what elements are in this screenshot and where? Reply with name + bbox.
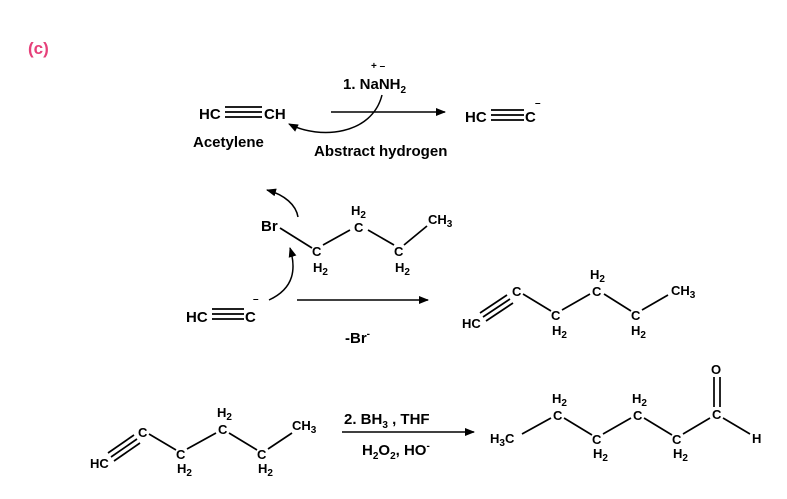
bromine-atom: Br bbox=[261, 218, 278, 235]
carbonyl-oxygen: O bbox=[711, 362, 721, 377]
chain-carbon: C bbox=[218, 422, 228, 437]
chain-carbon: C bbox=[551, 308, 561, 323]
chain-h2: H2 bbox=[552, 323, 567, 341]
methyl-group: CH3 bbox=[292, 418, 317, 436]
chain-h2: H2 bbox=[217, 405, 232, 423]
chain-h2: H2 bbox=[552, 391, 567, 409]
chain-carbon: C bbox=[512, 284, 522, 299]
curved-arrow-abstract bbox=[288, 94, 383, 134]
mechanism-note: Abstract hydrogen bbox=[314, 143, 447, 160]
acetylide-carbon: C bbox=[525, 109, 536, 126]
chain-h2: H2 bbox=[673, 446, 688, 464]
chain-h2: H2 bbox=[631, 323, 646, 341]
acetylene-name: Acetylene bbox=[193, 134, 264, 151]
chain-h2: H2 bbox=[177, 461, 192, 479]
chain-carbon: C bbox=[672, 432, 682, 447]
carbonyl-carbon: C bbox=[712, 407, 722, 422]
chain-h2: H2 bbox=[395, 260, 410, 278]
chain-carbon: C bbox=[257, 447, 267, 462]
chain-h2: H2 bbox=[313, 260, 328, 278]
chain-carbon: C bbox=[592, 284, 602, 299]
step1: HC CH Acetylene + – 1. NaNH2 HC C – Abst… bbox=[193, 61, 541, 160]
reagent-line-1: 2. BH3 , THF bbox=[344, 411, 430, 431]
reagent-charges: + – bbox=[371, 61, 386, 72]
reagent-line-2: H2O2, HO- bbox=[362, 441, 430, 462]
aldehyde-hydrogen: H bbox=[752, 431, 761, 446]
chain-carbon: C bbox=[633, 408, 643, 423]
chain-h2: H2 bbox=[590, 267, 605, 285]
methyl-group: CH3 bbox=[671, 283, 696, 301]
chain-h2: H2 bbox=[258, 461, 273, 479]
triple-bond bbox=[491, 109, 524, 121]
carbonyl-double-bond bbox=[713, 377, 721, 407]
chain-h2: H2 bbox=[632, 391, 647, 409]
triple-bond bbox=[212, 308, 244, 320]
triple-bond bbox=[225, 106, 262, 118]
triple-bond bbox=[107, 434, 141, 462]
acetylide-charge: – bbox=[535, 98, 541, 109]
step3: HC C C H2 C H2 C H2 CH3 2. BH3 , THF H2O… bbox=[90, 362, 761, 479]
acetylene-left: HC bbox=[199, 106, 221, 123]
reagent-naNH2: 1. NaNH2 bbox=[343, 76, 407, 96]
chain-carbon: C bbox=[394, 244, 404, 259]
chain-carbon: C bbox=[176, 447, 186, 462]
chain-carbon: C bbox=[553, 408, 563, 423]
arrow-label-br: -Br- bbox=[345, 329, 370, 347]
chain-carbon: C bbox=[138, 425, 148, 440]
nucleophile-left: HC bbox=[186, 309, 208, 326]
chain-h2: H2 bbox=[593, 446, 608, 464]
methyl-group: CH3 bbox=[428, 212, 453, 230]
chain-carbon: C bbox=[592, 432, 602, 447]
part-label: (c) bbox=[28, 39, 49, 58]
chain-carbon: C bbox=[631, 308, 641, 323]
nucleophile-carbon: C bbox=[245, 309, 256, 326]
acetylide-left: HC bbox=[465, 109, 487, 126]
acetylene-right: CH bbox=[264, 106, 286, 123]
curved-arrow-leaving-group bbox=[266, 188, 299, 218]
step2: Br C H2 C H2 C H2 CH3 HC C – -Br- HC bbox=[186, 188, 696, 347]
chain-carbon: C bbox=[354, 220, 364, 235]
product-methyl: H3C bbox=[490, 431, 515, 449]
reactant-terminal-hc: HC bbox=[90, 456, 109, 471]
product-terminal-hc: HC bbox=[462, 316, 481, 331]
triple-bond bbox=[479, 294, 514, 322]
nucleophile-charge: – bbox=[253, 294, 259, 305]
curved-arrow-nucleophile bbox=[268, 247, 297, 301]
chain-h2: H2 bbox=[351, 203, 366, 221]
chain-carbon: C bbox=[312, 244, 322, 259]
